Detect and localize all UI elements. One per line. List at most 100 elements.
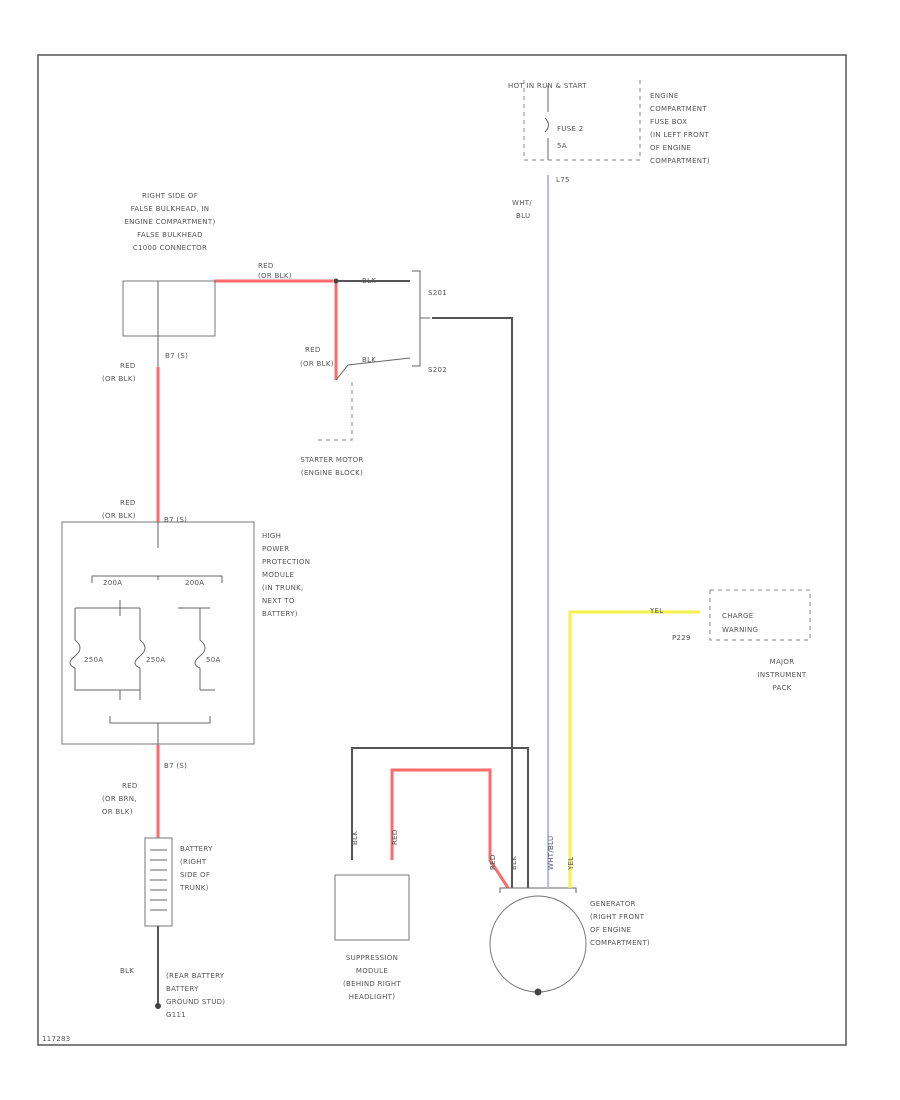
red-wire-label-mid-alt: (OR BLK) <box>102 375 136 383</box>
fuse-box-outline <box>523 80 641 161</box>
battery-line-3: SIDE OF <box>180 871 210 879</box>
hppm-line-3: PROTECTION <box>262 558 310 566</box>
hppm-line-2: POWER <box>262 545 289 553</box>
hppm-out-pin-label: B7 (S) <box>164 762 187 770</box>
hppm-label: HIGH POWER PROTECTION MODULE (IN TRUNK, … <box>262 532 310 618</box>
c1000-splice-dot <box>333 278 339 284</box>
bulkhead-line-3: ENGINE COMPARTMENT) <box>124 218 215 226</box>
hppm-line-7: BATTERY) <box>262 610 298 618</box>
starter-switch <box>335 357 411 381</box>
hppm-bus-top <box>91 522 223 583</box>
generator-terminal-block <box>499 887 577 893</box>
blk-vertical-label-gen: BLK <box>510 856 518 870</box>
red-wire-label-battery-3: OR BLK) <box>102 808 133 816</box>
battery-line-1: BATTERY <box>180 845 213 853</box>
charge-warning-line-2: WARNING <box>722 626 758 634</box>
suppression-label: SUPPRESSION MODULE (BEHIND RIGHT HEADLIG… <box>343 954 401 1001</box>
blk-wire-to-generator <box>432 317 513 888</box>
starter-motor-box <box>315 382 353 441</box>
red-wire-generator <box>390 768 510 889</box>
figure-id: 117283 <box>42 1035 71 1043</box>
blk-label-s202: BLK <box>362 356 376 364</box>
blk-wire-suppression <box>351 747 529 888</box>
generator-line-3: OF ENGINE <box>590 926 631 934</box>
red-wire-label-starter: RED <box>305 346 321 354</box>
battery-symbol <box>144 837 173 927</box>
suppression-line-3: (BEHIND RIGHT <box>343 980 401 988</box>
fusebox-line-2: COMPARTMENT <box>650 105 707 113</box>
instrument-pack-box <box>709 589 811 641</box>
generator-ground-dot <box>534 988 542 996</box>
cluster-line-1: MAJOR <box>770 658 795 666</box>
fusebox-line-5: OF ENGINE <box>650 144 691 152</box>
bulkhead-line-1: RIGHT SIDE OF <box>142 192 198 200</box>
fusebox-line-4: (IN LEFT FRONT <box>650 131 710 139</box>
starter-line-2: (ENGINE BLOCK) <box>301 469 363 477</box>
hppm-line-5: (IN TRUNK, <box>262 584 304 592</box>
red-wire-label-top: RED <box>258 262 274 270</box>
cluster-line-3: PACK <box>772 684 791 692</box>
fuse-box-label: ENGINE COMPARTMENT FUSE BOX (IN LEFT FRO… <box>650 92 710 165</box>
yel-vertical-label: YEL <box>567 857 575 872</box>
suppression-line-4: HEADLIGHT) <box>349 993 396 1001</box>
hppm-box <box>61 521 255 745</box>
wht-blu-label-1: WHT/ <box>512 199 532 207</box>
fuse-200a-right-label: 200A <box>185 579 204 587</box>
fuse-rating-label: 5A <box>557 142 567 150</box>
yel-wire <box>568 610 700 888</box>
yel-label-cluster: YEL <box>649 607 664 615</box>
fusebox-line-3: FUSE BOX <box>650 118 687 126</box>
generator-symbol <box>489 895 587 993</box>
suppression-line-2: MODULE <box>356 967 388 975</box>
suppression-line-1: SUPPRESSION <box>346 954 398 962</box>
red-wire-label-battery: RED <box>122 782 138 790</box>
blk-label-s201: BLK <box>362 277 376 285</box>
battery-cells <box>150 849 167 911</box>
red-vertical-label-gen: RED <box>489 854 497 870</box>
red-wire-label-mid: RED <box>120 362 136 370</box>
s201-label: S201 <box>428 289 447 297</box>
ground-stud-dot <box>155 1003 161 1009</box>
red-wire-label-hppm: RED <box>120 499 136 507</box>
hot-run-start-label: HOT IN RUN & START <box>508 82 587 90</box>
ground-line-2: BATTERY <box>166 985 199 993</box>
p229-label: P229 <box>672 634 691 642</box>
diagram-frame <box>37 54 847 1046</box>
fuse-250a-a-label: 250A <box>84 656 103 664</box>
splice-bracket <box>412 270 430 367</box>
fuse-200a-left-label: 200A <box>103 579 122 587</box>
s202-label: S202 <box>428 366 447 374</box>
fusebox-line-6: COMPARTMENT) <box>650 157 710 165</box>
battery-label: BATTERY (RIGHT SIDE OF TRUNK) <box>179 845 213 892</box>
fuse-50a-label: 50A <box>206 656 221 664</box>
blk-vertical-label-1: BLK <box>351 831 359 845</box>
fuse-2-label: FUSE 2 <box>557 125 584 133</box>
generator-line-1: GENERATOR <box>590 900 636 908</box>
l75-label: L75 <box>556 176 570 184</box>
red-vertical-label: RED <box>391 829 399 845</box>
bulkhead-line-2: FALSE BULKHEAD, IN <box>131 205 210 213</box>
cluster-line-2: INSTRUMENT <box>758 671 807 679</box>
bulkhead-line-5: C1000 CONNECTOR <box>133 244 207 252</box>
red-wire-label-hppm-alt: (OR BLK) <box>102 512 136 520</box>
ground-line-4: G111 <box>166 1011 186 1019</box>
hppm-pin-label: B7 (S) <box>164 516 187 524</box>
bulkhead-line-4: FALSE BULKHEAD <box>137 231 203 239</box>
ground-line-1: (REAR BATTERY <box>166 972 225 980</box>
instrument-pack-label: MAJOR INSTRUMENT PACK <box>758 658 807 692</box>
blk-ground-label: BLK <box>120 967 134 975</box>
wht-blu-label-2: BLU <box>516 212 530 220</box>
starter-motor-label: STARTER MOTOR (ENGINE BLOCK) <box>300 456 363 477</box>
fuse-250a-b-label: 250A <box>146 656 165 664</box>
wht-blu-vertical-label: WHT/BLU <box>547 836 555 870</box>
fusebox-line-1: ENGINE <box>650 92 679 100</box>
hppm-line-1: HIGH <box>262 532 281 540</box>
hppm-fuse-c-symbol <box>194 639 206 669</box>
false-bulkhead-label: RIGHT SIDE OF FALSE BULKHEAD, IN ENGINE … <box>124 192 215 252</box>
c1000-pin-label: B7 (S) <box>165 352 188 360</box>
generator-line-4: COMPARTMENT) <box>590 939 650 947</box>
ground-label: (REAR BATTERY BATTERY GROUND STUD) G111 <box>166 972 225 1019</box>
starter-line-1: STARTER MOTOR <box>300 456 363 464</box>
fuse-2-symbol <box>544 85 549 160</box>
